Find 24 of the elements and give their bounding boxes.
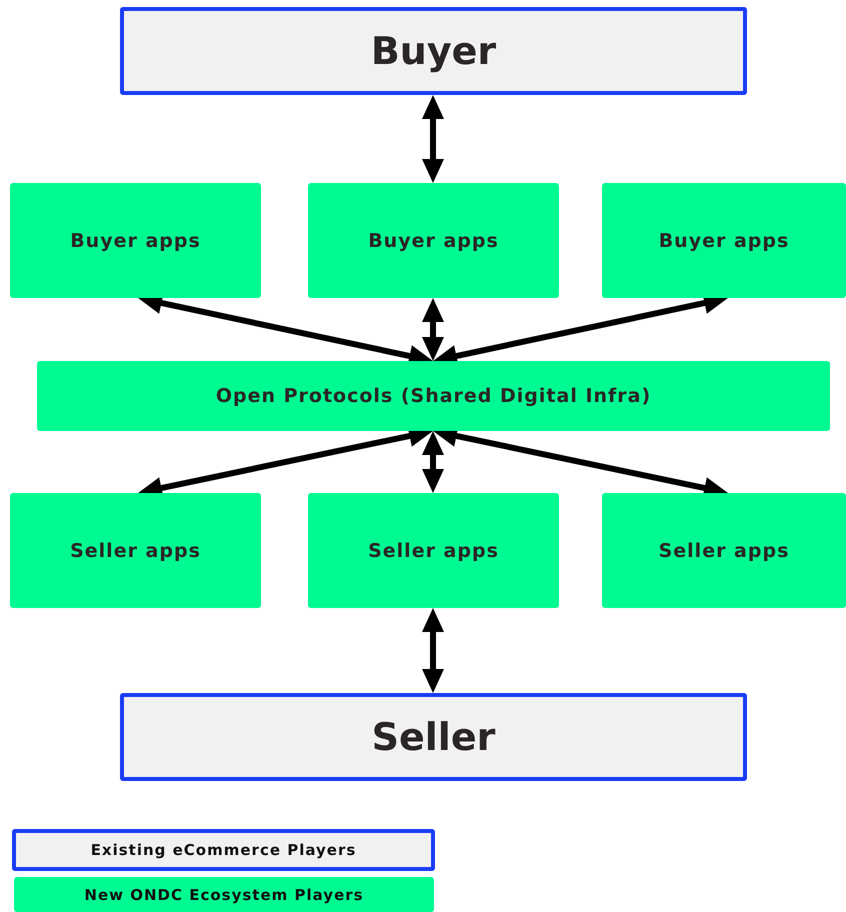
- node-label: Buyer: [370, 29, 496, 73]
- ecosystem-box: [308, 183, 559, 298]
- double-arrow: [422, 431, 444, 493]
- legend-label: New ONDC Ecosystem Players: [84, 886, 364, 904]
- ecosystem-box: [602, 183, 846, 298]
- double-arrow: [422, 298, 444, 361]
- node-label: Seller apps: [368, 540, 499, 562]
- node-label: Seller apps: [70, 540, 201, 562]
- ecosystem-box: [37, 361, 830, 431]
- ecosystem-box: [308, 493, 559, 608]
- ecosystem-box: [602, 493, 846, 608]
- node-label: Buyer apps: [70, 230, 201, 252]
- legend-label: Existing eCommerce Players: [90, 841, 356, 859]
- player-box: [120, 7, 747, 95]
- ecosystem-box: [10, 183, 261, 298]
- node-label: Buyer apps: [658, 230, 790, 252]
- double-arrow: [422, 608, 444, 693]
- node-label: Open Protocols (Shared Digital Infra): [216, 385, 652, 407]
- node-label: Seller: [372, 715, 496, 759]
- node-label: Buyer apps: [368, 230, 499, 252]
- player-box: [120, 693, 747, 781]
- double-arrow: [422, 95, 444, 183]
- ecosystem-box: [10, 493, 261, 608]
- node-label: Seller apps: [658, 540, 790, 562]
